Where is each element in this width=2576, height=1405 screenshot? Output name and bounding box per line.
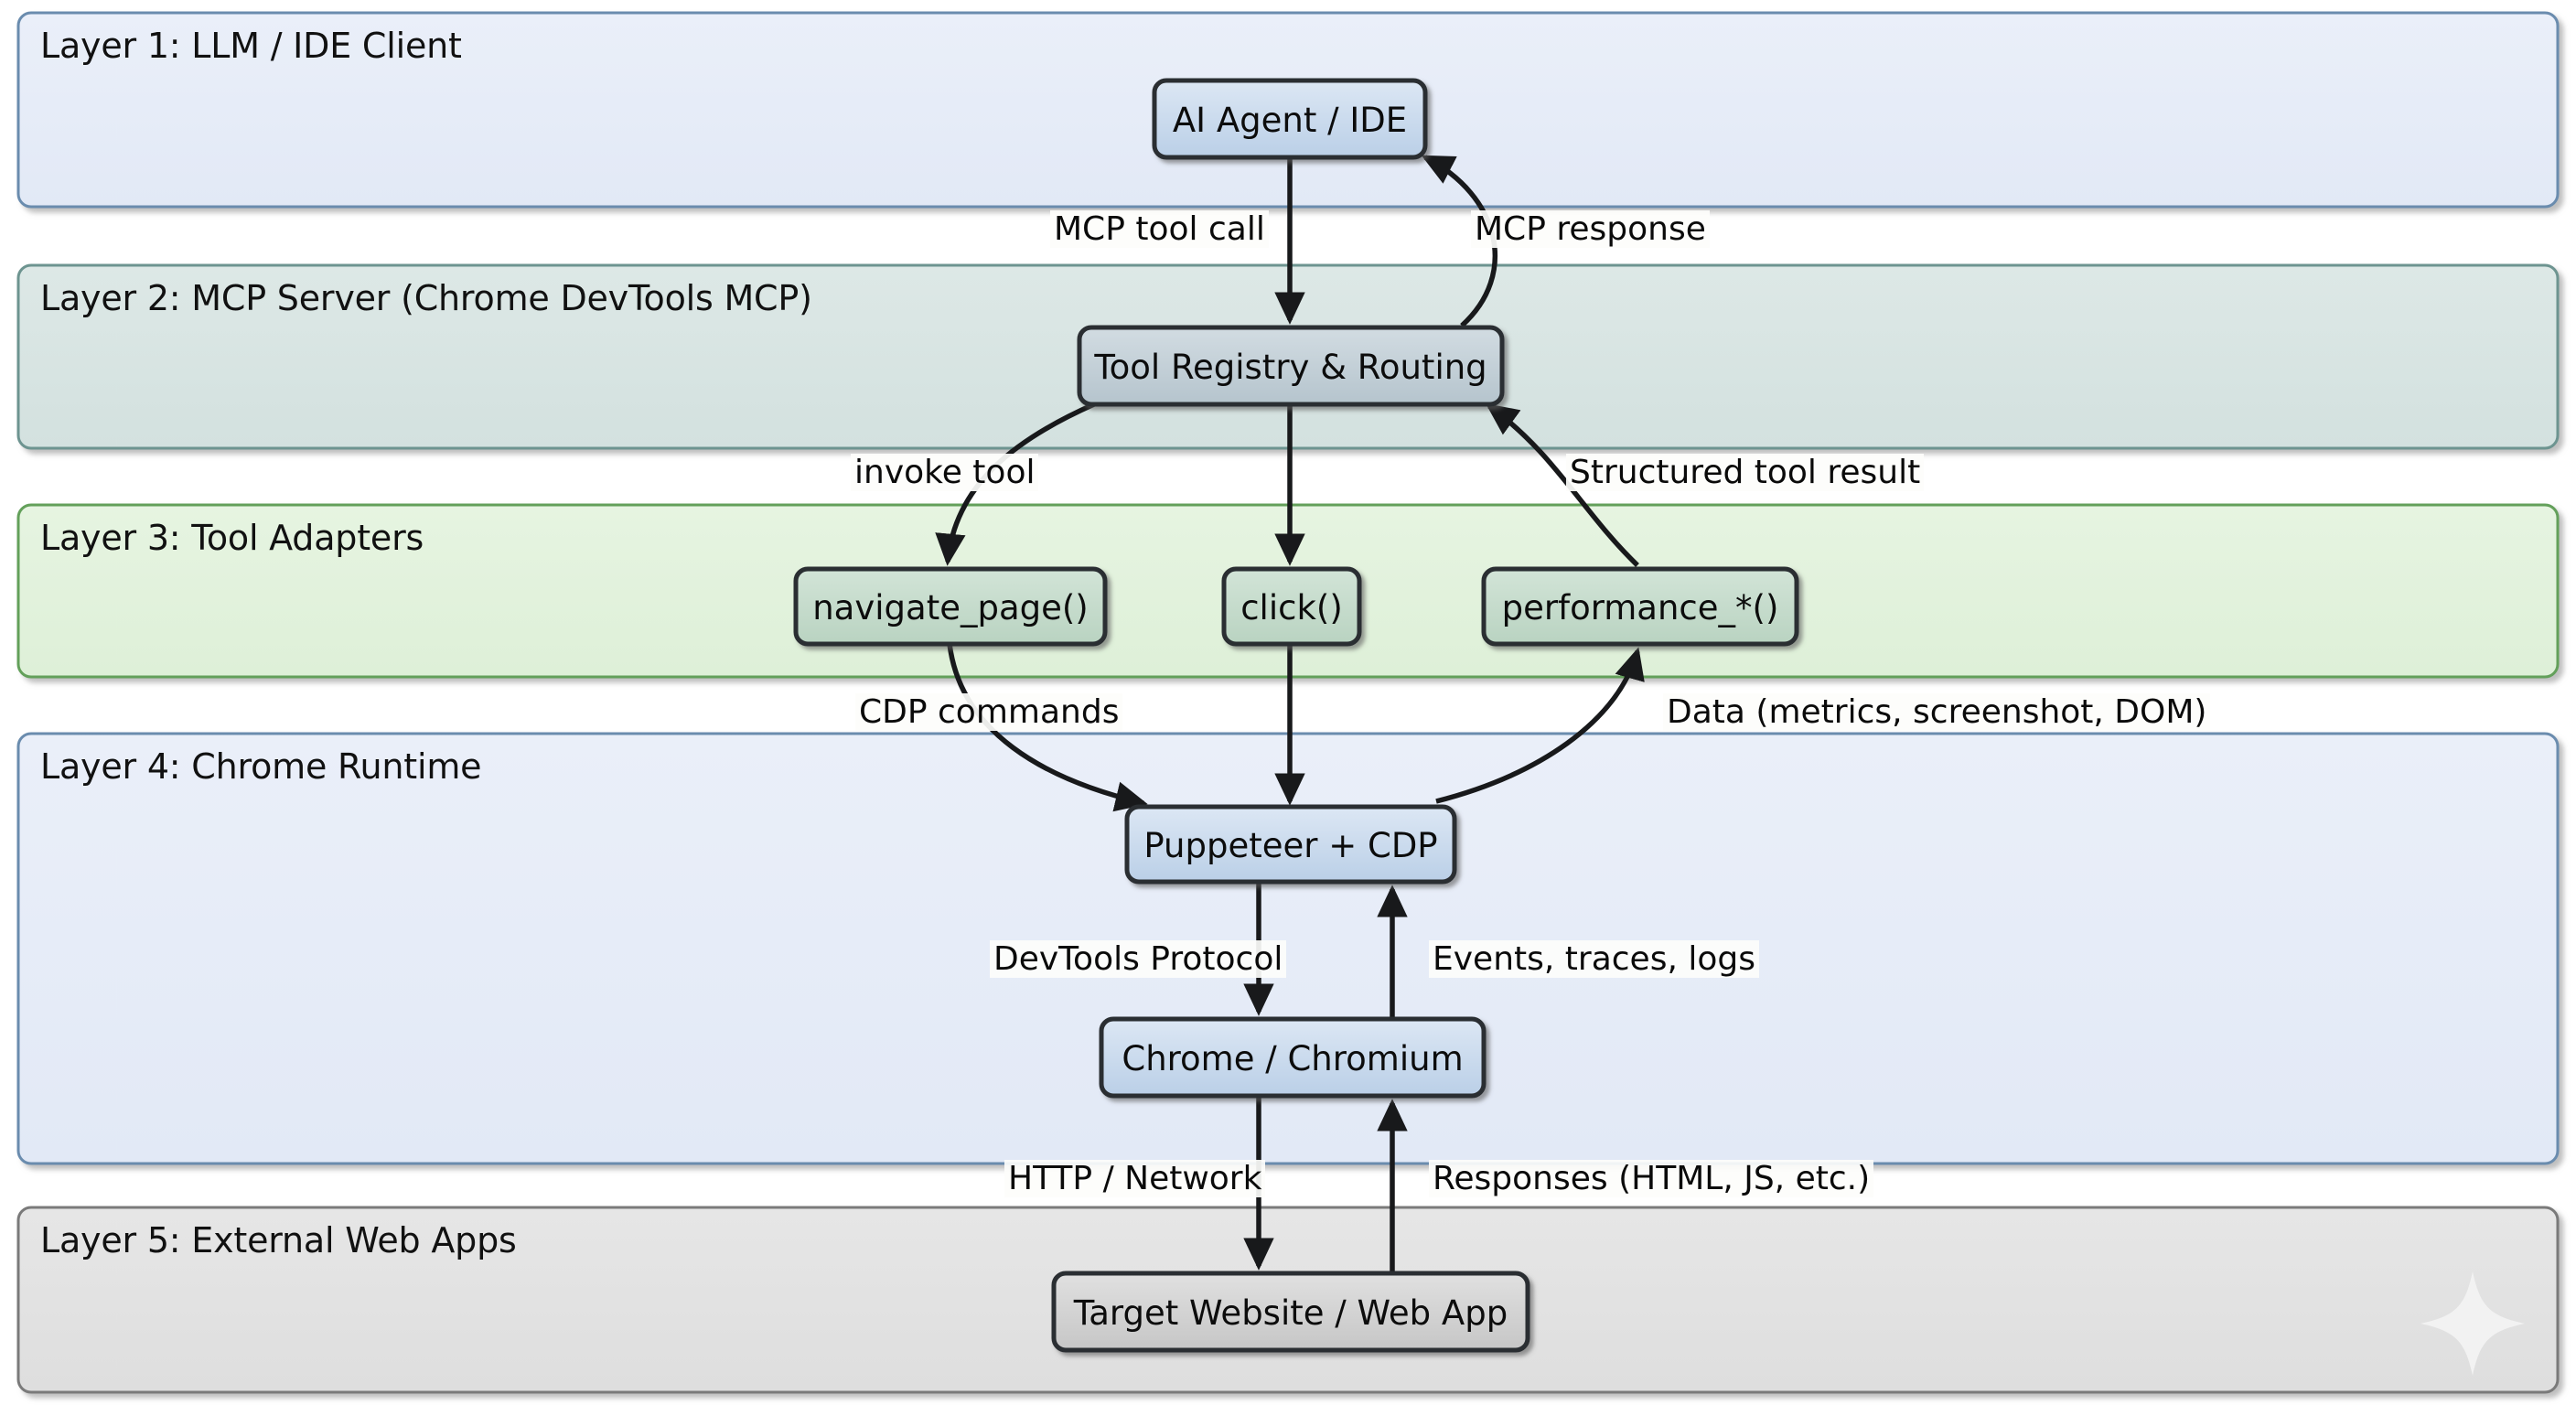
edge-label-http-network: HTTP / Network (1004, 1160, 1266, 1197)
node-click-hitbox[interactable] (1224, 569, 1359, 644)
diagram-nodes (793, 78, 1799, 1353)
node-tool-registry[interactable] (1077, 325, 1505, 407)
node-tool-registry-hitbox[interactable] (1079, 327, 1502, 404)
node-puppeteer-cdp[interactable] (1124, 804, 1457, 885)
layer-title-2: Layer 2: MCP Server (Chrome DevTools MCP… (40, 278, 812, 318)
edge-data-metrics (1435, 647, 1645, 804)
layer-title-4: Layer 4: Chrome Runtime (40, 746, 482, 787)
node-navigate-page[interactable] (793, 566, 1108, 647)
edge-label-cdp-commands: CDP commands (855, 693, 1123, 731)
node-chrome-chromium[interactable] (1099, 1016, 1487, 1099)
node-performance-hitbox[interactable] (1484, 569, 1797, 644)
node-chrome-chromium-hitbox[interactable] (1101, 1019, 1484, 1096)
edge-cdp-commands (947, 643, 1148, 812)
node-performance[interactable] (1481, 566, 1799, 647)
node-target-website-hitbox[interactable] (1054, 1273, 1528, 1350)
edge-label-devtools-protocol: DevTools Protocol (990, 940, 1287, 978)
edge-label-invoke-tool: invoke tool (851, 454, 1039, 491)
node-target-website[interactable] (1051, 1271, 1530, 1353)
edge-label-structured-tool-result: Structured tool result (1566, 454, 1925, 491)
node-navigate-page-hitbox[interactable] (796, 569, 1105, 644)
edge-label-events-traces-logs: Events, traces, logs (1429, 940, 1759, 978)
layer-title-3: Layer 3: Tool Adapters (40, 518, 424, 558)
edge-label-responses-html-js: Responses (HTML, JS, etc.) (1429, 1160, 1874, 1197)
edge-label-mcp-response: MCP response (1471, 210, 1710, 248)
sparkle-icon (2420, 1271, 2525, 1376)
edge-label-data-metrics: Data (metrics, screenshot, DOM) (1663, 693, 2211, 731)
node-click[interactable] (1221, 566, 1362, 647)
edge-label-mcp-tool-call: MCP tool call (1050, 210, 1269, 248)
layer-title-1: Layer 1: LLM / IDE Client (40, 26, 462, 66)
layer-title-5: Layer 5: External Web Apps (40, 1220, 517, 1260)
node-ai-agent[interactable] (1152, 78, 1428, 160)
node-ai-agent-hitbox[interactable] (1154, 80, 1425, 157)
node-puppeteer-cdp-hitbox[interactable] (1127, 807, 1454, 882)
connector-edges (935, 155, 1645, 1273)
